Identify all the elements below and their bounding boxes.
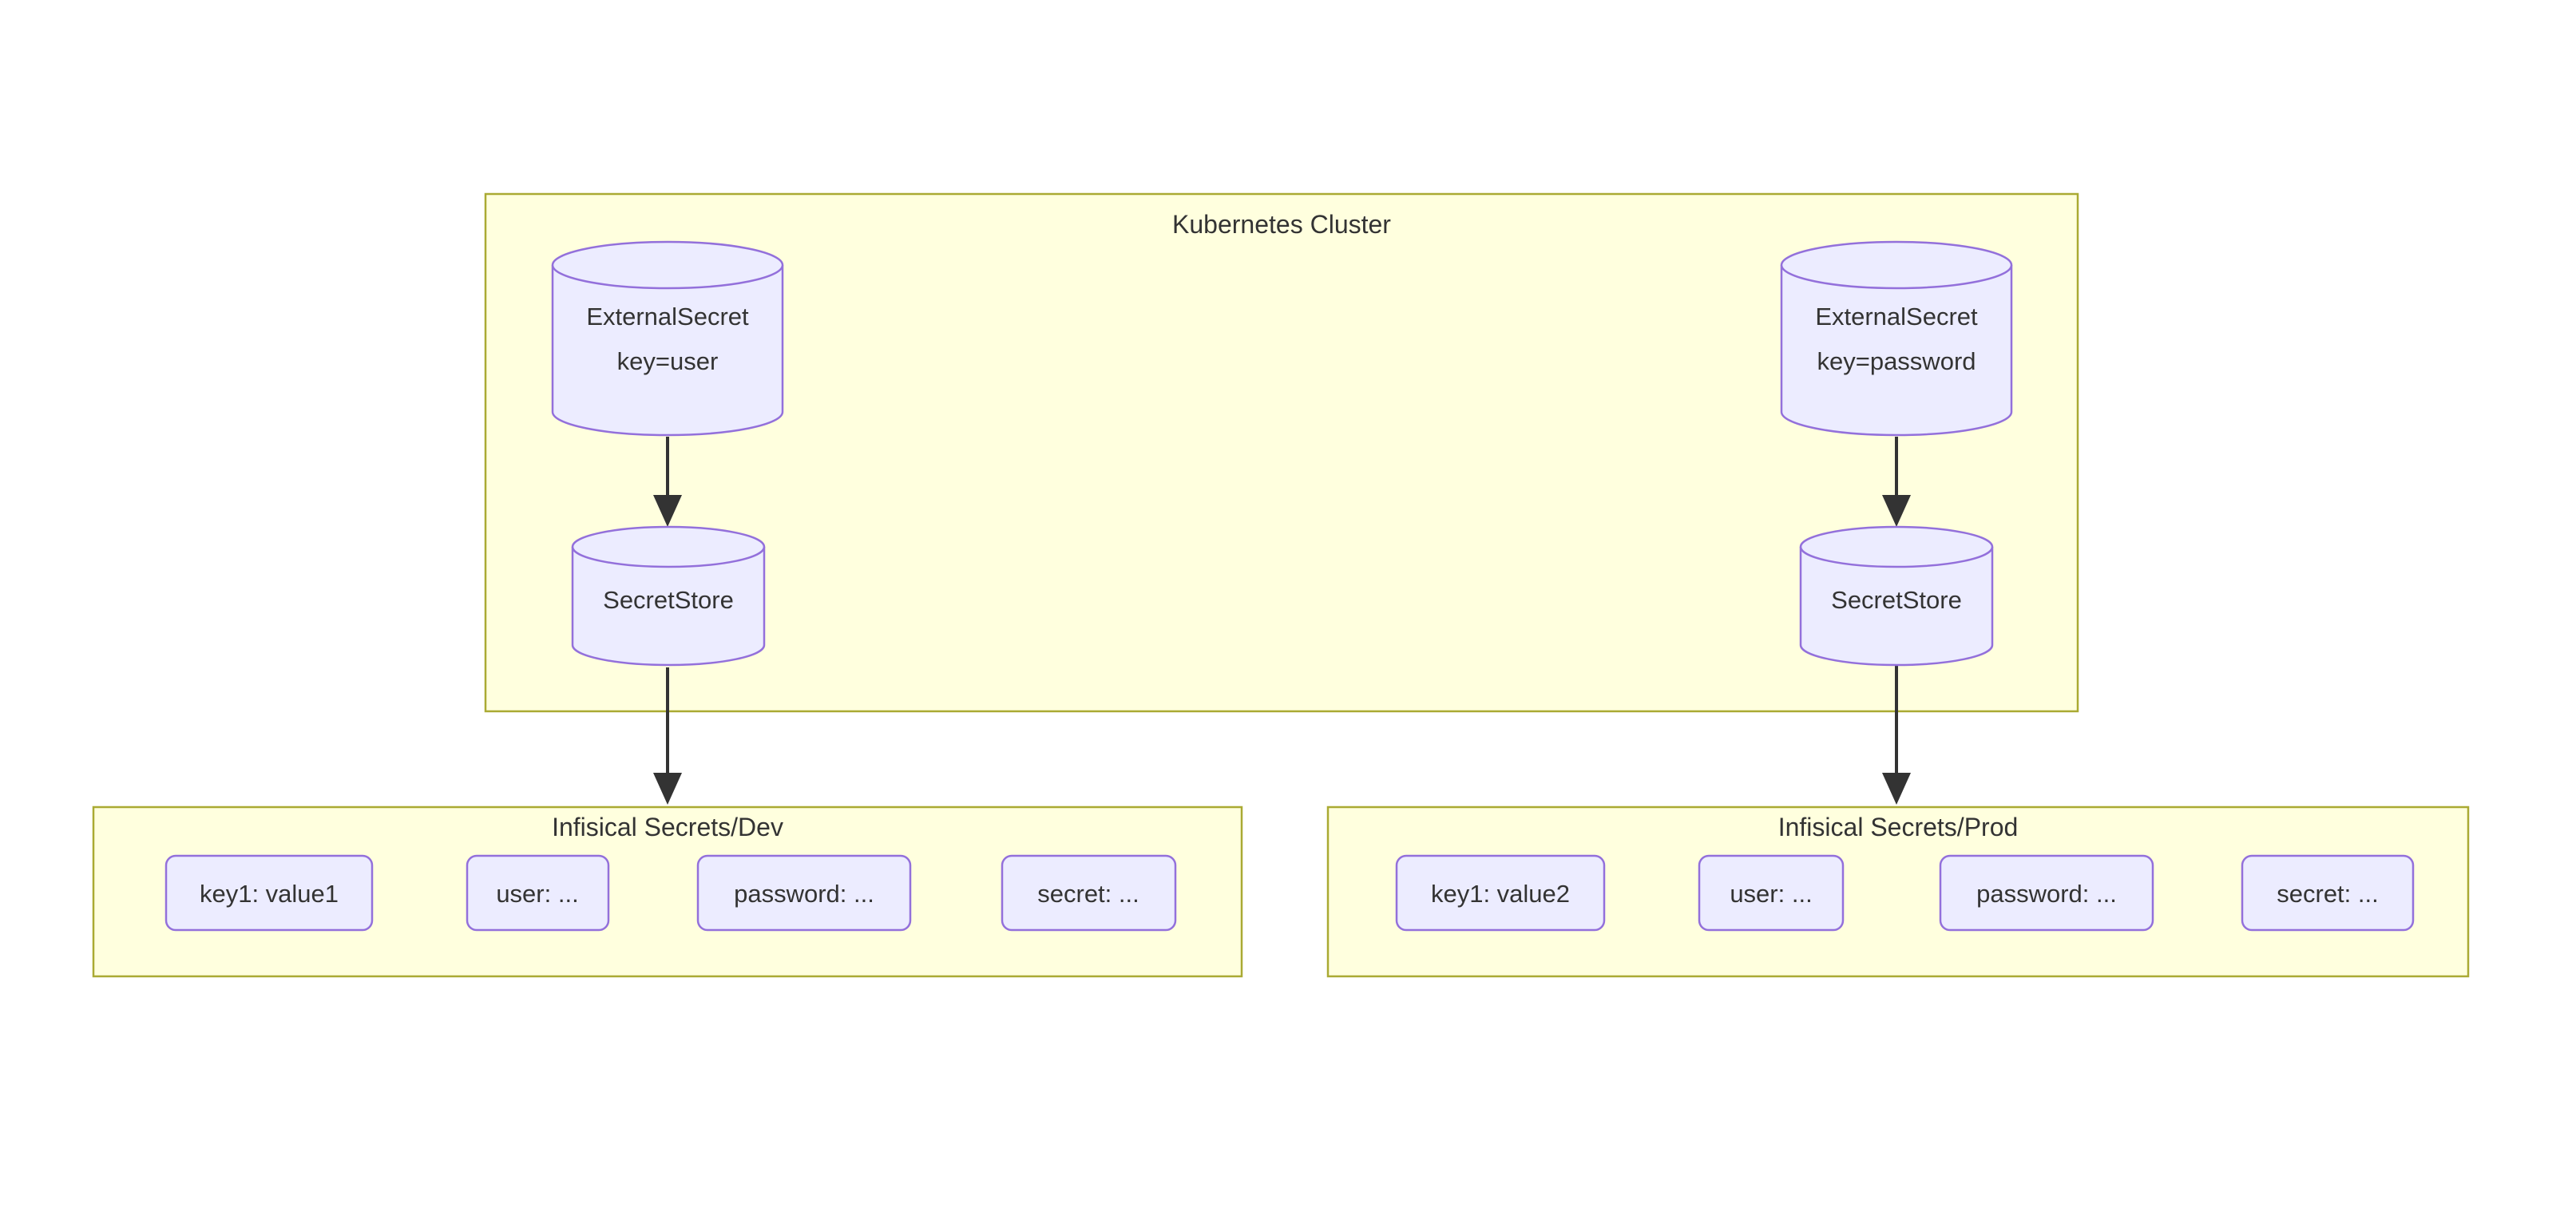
item-label: key1: value2 [1431, 880, 1570, 908]
cylinder-body-outline [551, 265, 784, 437]
cylinder-body [1781, 265, 2011, 435]
item-label: user: ... [1730, 880, 1812, 908]
externalsecret-prod-label-line1: ExternalSecret [1815, 303, 1978, 331]
item-label: user: ... [496, 880, 578, 908]
infisical-dev-group: Infisical Secrets/Dev key1: value1 user:… [92, 805, 1243, 978]
item-label: secret: ... [2277, 880, 2378, 908]
cylinder-top [1780, 240, 2013, 290]
externalsecret-dev-label-line1: ExternalSecret [586, 303, 749, 331]
item-box [2241, 854, 2415, 932]
infisical-dev-label: Infisical Secrets/Dev [552, 813, 783, 841]
cylinder-body [573, 547, 764, 665]
item-box [1939, 854, 2154, 932]
edge-es-dev-to-ss-dev [653, 437, 682, 527]
arrowhead-icon [653, 495, 682, 527]
infisical-prod-label: Infisical Secrets/Prod [1778, 813, 2019, 841]
externalsecret-prod-node: ExternalSecret key=password [1780, 240, 2013, 437]
cylinder-body-outline [1799, 547, 1994, 667]
item-label: secret: ... [1037, 880, 1139, 908]
item-box [164, 854, 374, 932]
secretstore-prod-node: SecretStore [1799, 525, 1994, 667]
item-box [466, 854, 610, 932]
externalsecret-prod-label-line2: key=password [1817, 347, 1976, 375]
secretstore-dev-node: SecretStore [571, 525, 766, 667]
cylinder-top [571, 525, 766, 568]
secretstore-dev-label: SecretStore [603, 586, 734, 614]
infisical-prod-group: Infisical Secrets/Prod key1: value2 user… [1326, 805, 2470, 978]
edge-es-prod-to-ss-prod [1882, 437, 1911, 527]
externalsecret-dev-node: ExternalSecret key=user [551, 240, 784, 437]
cylinder-body [553, 265, 783, 435]
kubernetes-cluster-label: Kubernetes Cluster [1172, 210, 1391, 239]
item-label: key1: value1 [200, 880, 339, 908]
arrowhead-icon [1882, 773, 1911, 805]
externalsecret-dev-label-line2: key=user [617, 347, 719, 375]
item-box [1698, 854, 1845, 932]
dev-item-password: password: ... [696, 854, 912, 932]
cylinder-body-outline [571, 547, 766, 667]
dev-item-user: user: ... [466, 854, 610, 932]
arrowhead-icon [653, 773, 682, 805]
cylinder-body-outline [1780, 265, 2013, 437]
prod-item-key1: key1: value2 [1395, 854, 1606, 932]
cylinder-top [1799, 525, 1994, 568]
cylinder-top [551, 240, 784, 290]
arrowhead-icon [1882, 495, 1911, 527]
item-label: password: ... [1976, 880, 2117, 908]
item-box [696, 854, 912, 932]
prod-item-user: user: ... [1698, 854, 1845, 932]
item-label: password: ... [734, 880, 874, 908]
prod-item-password: password: ... [1939, 854, 2154, 932]
item-box [1001, 854, 1177, 932]
edge-ss-prod-to-prod-group [1882, 664, 1911, 805]
cylinder-body [1801, 547, 1992, 665]
item-box [1395, 854, 1606, 932]
dev-item-secret: secret: ... [1001, 854, 1177, 932]
prod-item-secret: secret: ... [2241, 854, 2415, 932]
dev-item-key1: key1: value1 [164, 854, 374, 932]
edge-ss-dev-to-dev-group [653, 667, 682, 805]
secretstore-prod-label: SecretStore [1831, 586, 1962, 614]
